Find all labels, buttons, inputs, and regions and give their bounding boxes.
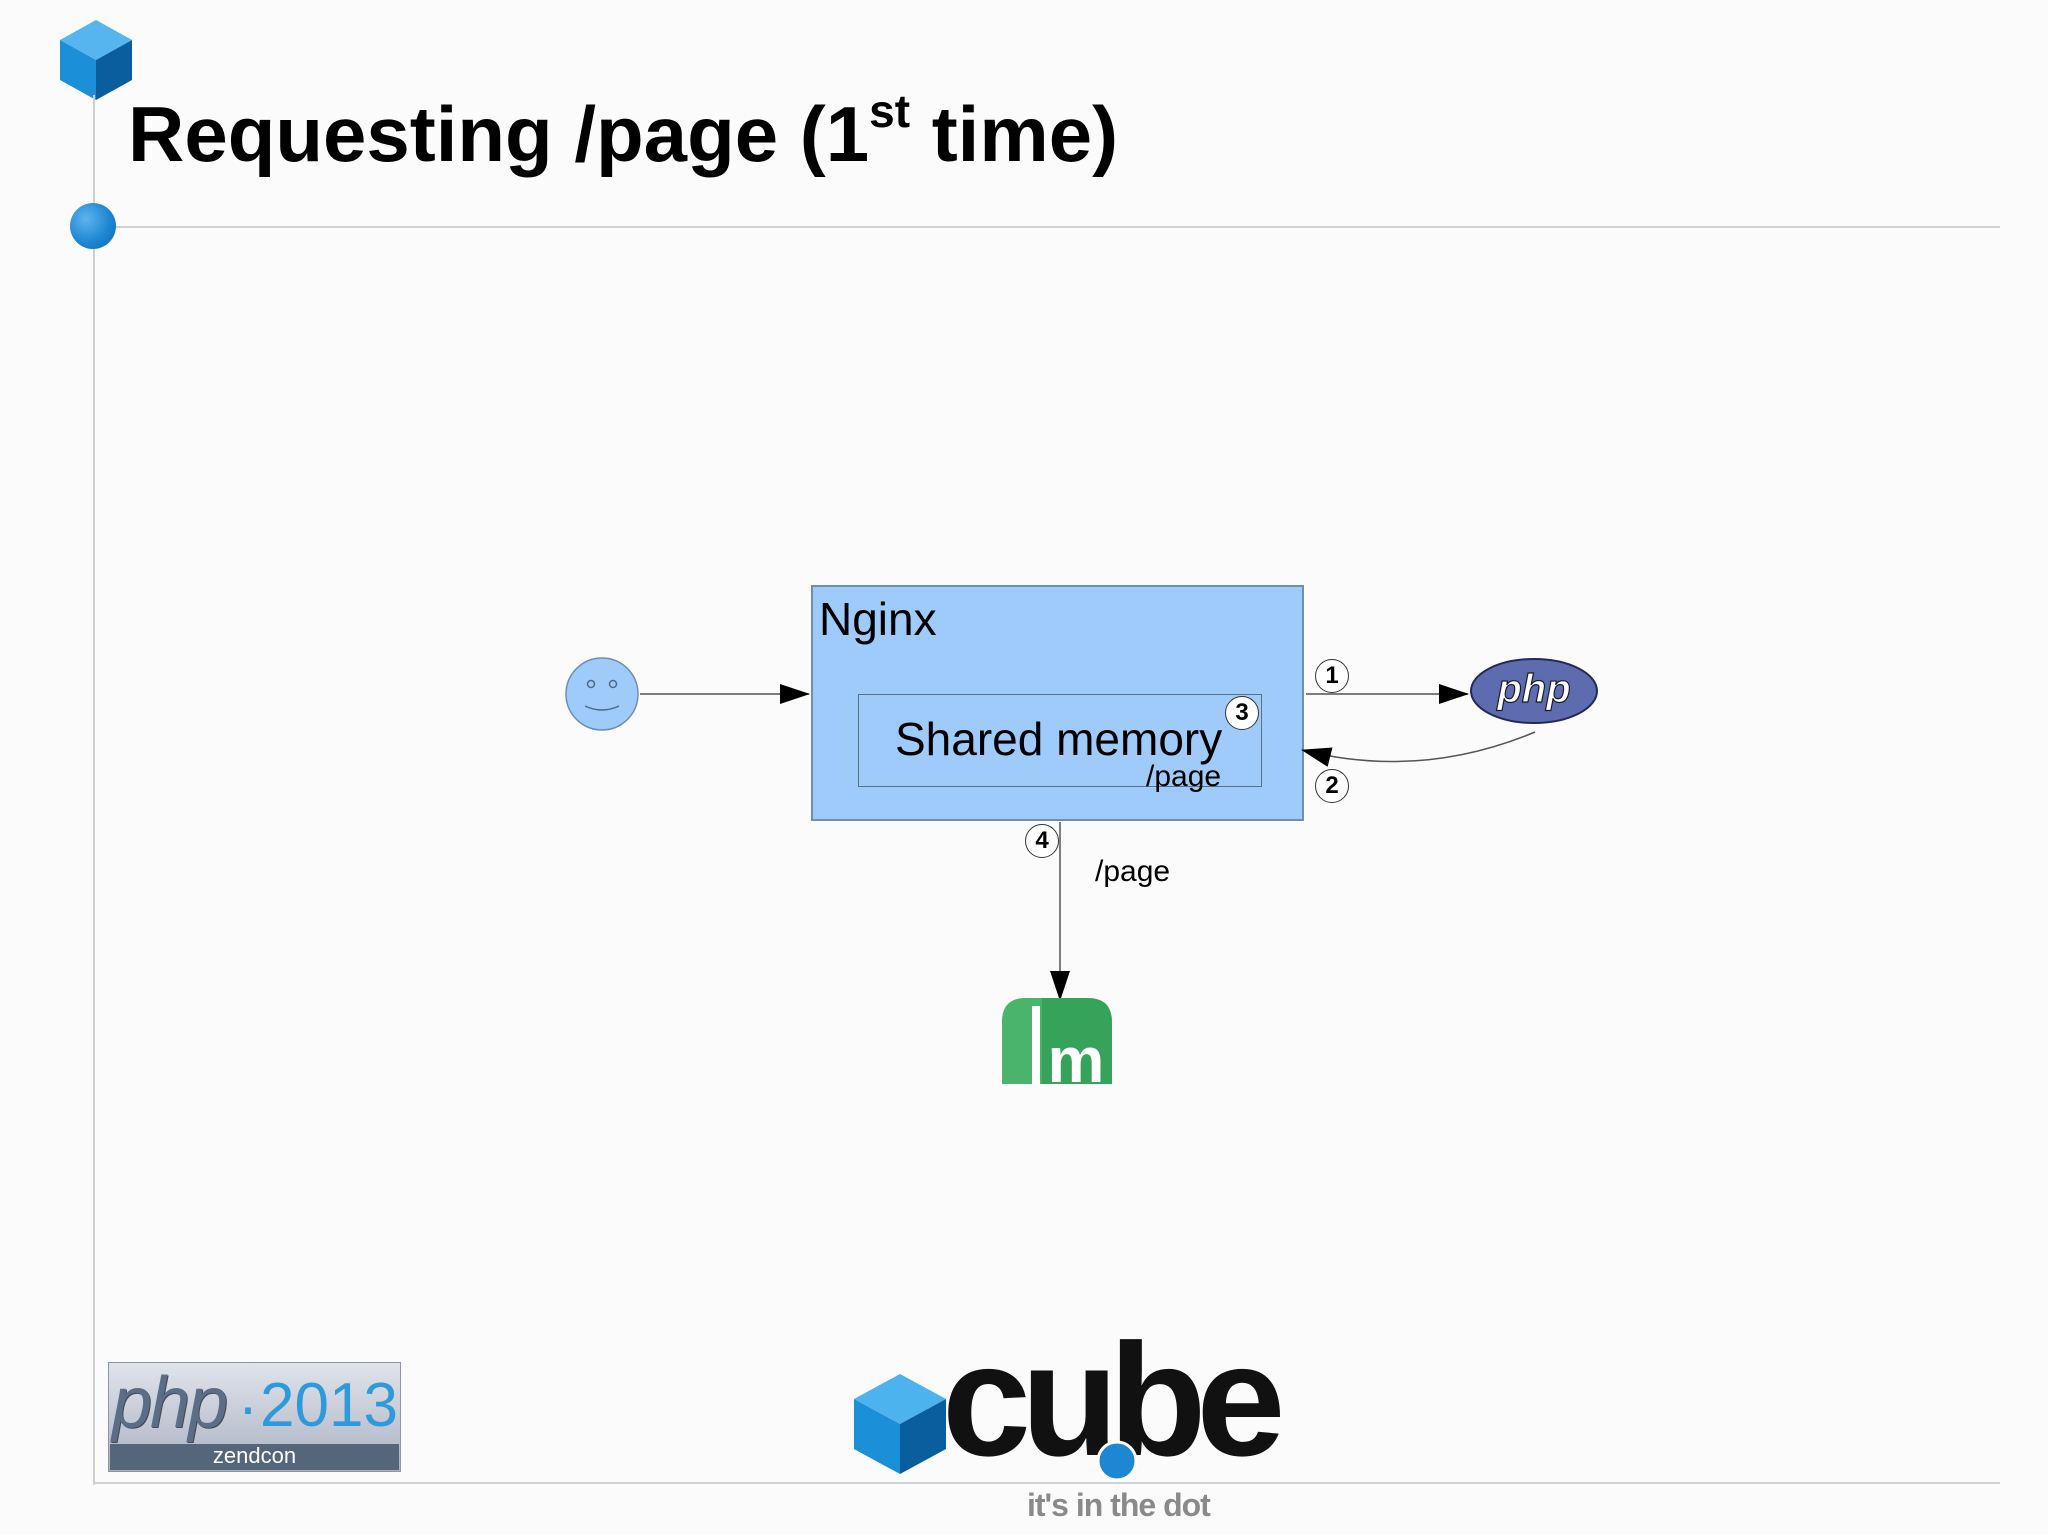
php-logo-text: php <box>1496 667 1570 711</box>
step-badge-4: 4 <box>1025 824 1059 858</box>
svg-text:m: m <box>1048 1024 1105 1084</box>
php2013-logo-sub: zendcon <box>212 1443 297 1468</box>
corner-cube-icon <box>60 20 132 100</box>
php-to-nginx-arrow <box>1301 731 1536 767</box>
nginx-box <box>811 585 1304 821</box>
step-badge-2: 2 <box>1315 769 1349 803</box>
timeline-dot-icon <box>70 203 116 249</box>
footer-divider <box>95 1482 2000 1484</box>
cube-logo-icon <box>854 1374 946 1474</box>
php2013-logo-separator: · <box>238 1373 258 1440</box>
cube-logo-tagline: it's in the dot <box>1027 1487 1211 1523</box>
slide-title: Requesting /page (1st time) <box>128 85 1119 178</box>
nginx-label: Nginx <box>819 593 937 645</box>
memcached-edge-label: /page <box>1095 855 1171 888</box>
php-logo-icon: php <box>1470 658 1598 724</box>
shared-memory-label: Shared memory <box>895 713 1223 765</box>
user-smiley-icon <box>565 657 639 731</box>
php2013-logo-year: 2013 <box>260 1371 398 1440</box>
title-divider <box>115 226 2000 228</box>
shared-memory-key: /page <box>1146 760 1222 793</box>
php2013-logo-text: php <box>112 1363 228 1443</box>
memcached-logo-icon: m <box>1002 998 1112 1084</box>
left-rule <box>93 95 95 1485</box>
step-badge-1: 1 <box>1315 659 1349 693</box>
step-badge-3: 3 <box>1225 696 1259 730</box>
cube-logo-dot-icon <box>1096 1440 1138 1482</box>
shared-memory-box <box>858 694 1262 787</box>
php2013-logo-strip <box>110 1444 399 1470</box>
